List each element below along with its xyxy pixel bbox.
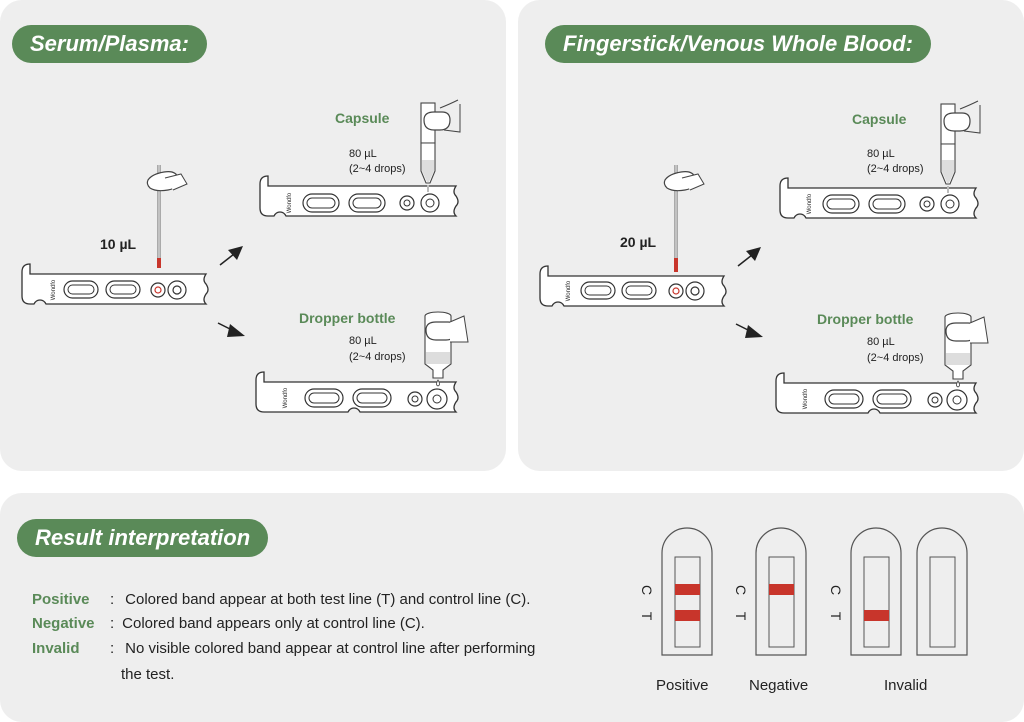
strip-outline <box>850 527 902 656</box>
control-line-label: C <box>639 585 655 595</box>
whole-blood-title: Fingerstick/Venous Whole Blood: <box>545 25 931 63</box>
cassette-capsule: Wondfo <box>779 177 979 219</box>
dropper-bottle-hand-icon <box>944 312 989 388</box>
test-line-label: T <box>828 612 844 621</box>
result-term: Invalid <box>32 640 80 657</box>
strip-outline <box>755 527 807 656</box>
cassette-capsule: Wondfo <box>259 175 459 217</box>
strip-window <box>929 556 956 648</box>
arrow-down-right-icon <box>735 323 763 338</box>
dropper-bottle-label: Dropper bottle <box>299 310 396 326</box>
pipette-hand-icon <box>663 165 705 287</box>
arrow-up-right-icon <box>737 247 761 267</box>
serum-plasma-title: Serum/Plasma: <box>12 25 207 63</box>
strip-caption-invalid: Invalid <box>884 677 928 694</box>
result-description: Colored band appear at both test line (T… <box>125 591 531 608</box>
capsule-hand-icon <box>420 99 461 192</box>
result-description: Colored band appears only at control lin… <box>122 615 425 632</box>
test-strip-examples: C T C T C T <box>639 527 968 656</box>
dropper-volume: 80 µL <box>867 336 895 348</box>
serum-procedure-illustration: Wondfo Wondfo <box>21 99 469 413</box>
capsule-label: Capsule <box>852 111 907 127</box>
test-band <box>864 610 889 621</box>
dropper-drops: (2~4 drops) <box>349 351 406 363</box>
strip-caption-positive: Positive <box>656 677 709 694</box>
result-item-negative: Negative: Colored band appears only at c… <box>32 613 425 635</box>
test-band <box>675 610 700 621</box>
strip-outline <box>916 527 968 656</box>
result-interpretation-title: Result interpretation <box>17 519 269 557</box>
svg-text:Wondfo: Wondfo <box>807 193 813 214</box>
capsule-drops: (2~4 drops) <box>867 163 924 175</box>
arrow-down-right-icon <box>217 322 245 337</box>
dropper-bottle-label: Dropper bottle <box>817 311 914 327</box>
strip-window <box>768 556 795 648</box>
serum-plasma-panel: Serum/Plasma: 10 µL Capsule 80 µL (2~4 d… <box>0 0 506 471</box>
control-line-label: C <box>733 585 749 595</box>
test-line-label: T <box>733 612 749 621</box>
result-item-positive: Positive: Colored band appear at both te… <box>32 589 530 611</box>
result-term: Negative <box>32 615 95 632</box>
control-band <box>769 584 794 595</box>
whole-blood-panel: Fingerstick/Venous Whole Blood: 20 µL Ca… <box>518 0 1024 471</box>
cassette-main: Wondfo <box>21 263 209 305</box>
capsule-label: Capsule <box>335 110 390 126</box>
strip-outline <box>661 527 713 656</box>
svg-text:Wondfo: Wondfo <box>803 388 809 409</box>
arrow-up-right-icon <box>219 246 243 266</box>
result-description: No visible colored band appear at contro… <box>125 640 536 657</box>
dropper-bottle-hand-icon <box>424 311 469 387</box>
capsule-hand-icon <box>940 100 981 193</box>
cassette-dropper: Wondfo <box>775 372 979 414</box>
result-description-continued: the test. <box>121 666 175 683</box>
result-term: Positive <box>32 591 90 608</box>
control-band <box>675 584 700 595</box>
strip-caption-negative: Negative <box>749 677 809 694</box>
dropper-drops: (2~4 drops) <box>867 352 924 364</box>
pipette-hand-icon <box>146 165 188 286</box>
svg-text:Wondfo: Wondfo <box>287 192 293 213</box>
whole-blood-procedure-illustration: Wondfo Wondfo <box>539 100 989 414</box>
result-item-invalid: Invalid: No visible colored band appear … <box>32 638 535 660</box>
svg-text:Wondfo: Wondfo <box>283 387 289 408</box>
result-interpretation-panel: Result interpretation Positive: Colored … <box>0 493 1024 722</box>
svg-text:Wondfo: Wondfo <box>566 280 572 301</box>
cassette-dropper: Wondfo <box>255 371 459 413</box>
cassette-brand: Wondfo <box>51 279 57 300</box>
capsule-drops: (2~4 drops) <box>349 163 406 175</box>
strip-window <box>863 556 890 648</box>
control-line-label: C <box>828 585 844 595</box>
cassette-main: Wondfo <box>539 265 727 307</box>
sample-volume-label: 20 µL <box>620 234 657 250</box>
capsule-volume: 80 µL <box>867 148 895 160</box>
strip-window <box>674 556 701 648</box>
capsule-volume: 80 µL <box>349 148 377 160</box>
dropper-volume: 80 µL <box>349 335 377 347</box>
sample-volume-label: 10 µL <box>100 236 137 252</box>
test-line-label: T <box>639 612 655 621</box>
